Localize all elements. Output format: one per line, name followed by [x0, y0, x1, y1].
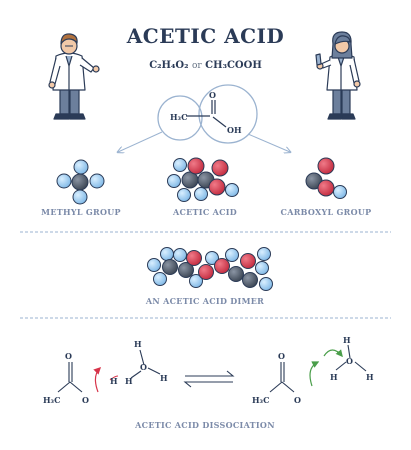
scientist-man-illustration: [48, 33, 100, 120]
dissociation-label: ACETIC ACID DISSOCIATION: [135, 420, 275, 430]
methyl-group-model: [56, 159, 105, 205]
right-acetate-o: O: [294, 395, 301, 405]
carboxyl-group-model: [305, 157, 347, 199]
hydronium-o: O: [346, 356, 353, 366]
arrow-to-methyl: [118, 131, 163, 152]
acetic-acid-model: [167, 157, 239, 202]
water-h-left: H: [125, 376, 133, 386]
acetic-acid-label: ACETIC ACID: [172, 207, 238, 217]
structural-formula: [118, 84, 290, 152]
carboxyl-group-label: CARBOXYL GROUP: [280, 207, 372, 217]
hydronium-h-left: H: [330, 372, 338, 382]
formula-condensed: CH₃COOH: [205, 60, 262, 71]
equilibrium-arrows: [183, 370, 235, 388]
formula-molecular: C₂H₄O₂: [149, 60, 189, 71]
hydroxyl-text: OH: [227, 125, 242, 135]
reaction-left-side: [57, 349, 161, 393]
right-methyl-label: H₃C: [252, 395, 269, 405]
water-h-top: H: [134, 339, 142, 349]
scientist-woman-illustration: [315, 31, 361, 120]
methyl-highlight-circle: [157, 95, 203, 141]
methyl-group-label: METHYL GROUP: [41, 207, 121, 217]
carboxyl-highlight-circle: [198, 84, 258, 144]
water-o: O: [140, 362, 147, 372]
dimer-label: AN ACETIC ACID DIMER: [145, 296, 265, 306]
arrow-to-carboxyl: [247, 133, 290, 152]
page-title: ACETIC ACID: [126, 24, 285, 48]
hydronium-h-right: H: [366, 372, 374, 382]
molecular-formula: C₂H₄O₂ or CH₃COOH: [0, 60, 411, 71]
methyl-text: H₃C: [170, 112, 187, 122]
acetic-acid-dimer-model: [147, 247, 273, 291]
right-carbonyl-o: O: [278, 351, 285, 361]
formula-or: or: [191, 61, 202, 71]
left-methyl-label: H₃C: [43, 395, 60, 405]
left-carbonyl-o: O: [65, 351, 72, 361]
water-h-right: H: [160, 373, 168, 383]
left-hydroxyl-o: O: [82, 395, 89, 405]
reaction-right-side: [269, 344, 367, 393]
left-acid-h: H: [110, 376, 118, 386]
carbonyl-o-text: O: [209, 90, 216, 100]
hydronium-h-top: H: [343, 335, 351, 345]
